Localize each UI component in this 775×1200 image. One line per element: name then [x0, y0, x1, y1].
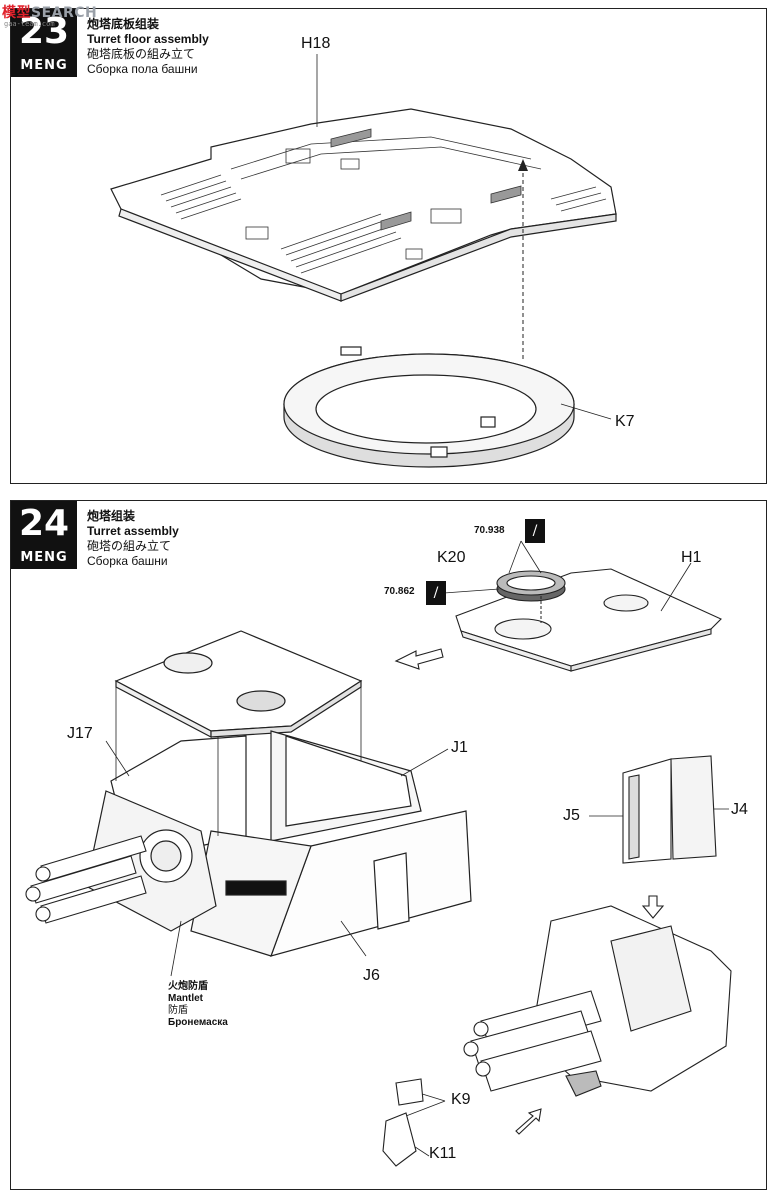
- k7-turret-ring: [283, 346, 575, 468]
- step-24-title-jp: 砲塔の組み立て: [87, 539, 172, 553]
- paint-b-leader: [443, 588, 500, 594]
- mantlet-en: Mantlet: [168, 993, 203, 1004]
- step-23-title-jp: 砲塔底板の組み立て: [87, 47, 196, 61]
- watermark-logo: 模型SEARCH: [2, 2, 97, 22]
- move-arrow-down: [641, 895, 665, 919]
- watermark-search-text: SEARCH: [31, 5, 98, 21]
- turret-assembly-drawing: [25, 540, 732, 1167]
- roof-fit-lines: [115, 687, 362, 836]
- label-j5: J5: [563, 807, 580, 824]
- label-h18: H18: [301, 35, 331, 52]
- paint-a-leader-1: [508, 540, 522, 574]
- step-23-badge: 23 MENG: [11, 9, 77, 77]
- gun-barrels: [25, 835, 147, 924]
- mantlet-jp: 防盾: [168, 1005, 188, 1016]
- k9-k11-parts: [382, 1078, 424, 1167]
- h1-leader: [660, 562, 692, 612]
- step-24-number: 24: [18, 503, 70, 544]
- mantlet-cn: 火炮防盾: [168, 981, 208, 992]
- turret-body: [85, 630, 472, 957]
- h18-floor-details: [160, 128, 607, 274]
- step-24-brand: MENG: [20, 550, 68, 565]
- paint-code-b: 70.862: [384, 586, 415, 597]
- step-23-title-cn: 炮塔底板组装: [87, 17, 160, 31]
- step-24-title-cn: 炮塔组装: [87, 509, 136, 523]
- step-24-panel: 24 MENG 炮塔组装 Turret assembly 砲塔の組み立て Сбо…: [10, 500, 767, 1190]
- assembled-turret: [463, 905, 732, 1097]
- watermark-url: gaa-team.com: [4, 20, 55, 28]
- step-23-titles: 炮塔底板组装 Turret floor assembly 砲塔底板の組み立て С…: [87, 17, 209, 77]
- step-23-title-en: Turret floor assembly: [87, 32, 209, 46]
- assembly-arrow-head: [518, 159, 528, 171]
- j5-j4-plates: [622, 755, 717, 864]
- h18-floor-plate: [110, 108, 617, 302]
- step-24-badge: 24 MENG: [11, 501, 77, 569]
- paint-code-a: 70.938: [474, 525, 505, 536]
- paint-a-leader-2: [520, 540, 542, 574]
- label-j6: J6: [363, 967, 380, 984]
- step-23-brand: MENG: [20, 58, 68, 73]
- step-23-panel: 23 MENG 炮塔底板组装 Turret floor assembly 砲塔底…: [10, 8, 767, 484]
- paint-brush-icon-b: /: [426, 581, 446, 605]
- paint-brush-icon-a: /: [525, 519, 545, 543]
- label-j1: J1: [451, 739, 468, 756]
- move-arrow-left: [394, 648, 444, 670]
- label-k11: K11: [429, 1145, 457, 1162]
- label-k9: K9: [451, 1091, 471, 1108]
- step-24-title-ru: Сборка башни: [87, 554, 168, 568]
- k7-leader-line: [560, 403, 612, 420]
- move-arrow-up-right: [515, 1108, 542, 1135]
- step-24-title-en: Turret assembly: [87, 524, 179, 538]
- mantlet-callout: 火炮防盾 Mantlet 防盾 Бронемаска: [168, 981, 228, 1029]
- label-h1: H1: [681, 549, 702, 566]
- label-k7: K7: [615, 413, 635, 430]
- watermark-red-text: 模型: [2, 5, 31, 21]
- label-j17: J17: [67, 725, 93, 742]
- step-24-titles: 炮塔组装 Turret assembly 砲塔の組み立て Сборка башн…: [87, 509, 179, 569]
- k20-hatch-ring: [496, 570, 566, 602]
- label-j4: J4: [731, 801, 748, 818]
- mantlet-ru: Бронемаска: [168, 1017, 228, 1028]
- h1-turret-roof: [455, 568, 722, 672]
- turret-floor-drawing: [110, 54, 617, 468]
- step-23-number: 23: [18, 11, 70, 52]
- step-23-title-ru: Сборка пола башни: [87, 62, 198, 76]
- label-k20: K20: [437, 549, 466, 566]
